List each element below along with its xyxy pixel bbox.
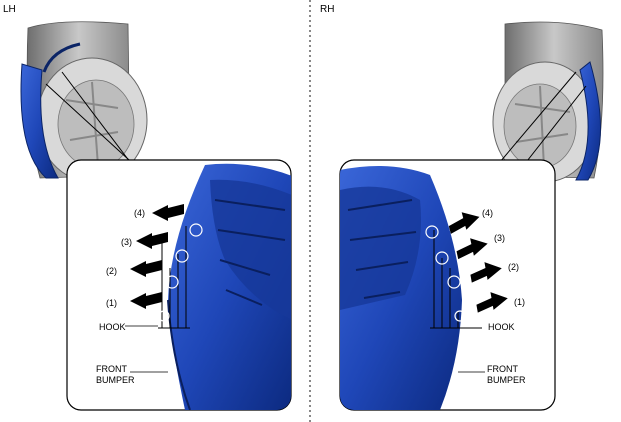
lh-callout: (4) (3) (2) (1) HOOK FRONT BUMPER — [66, 159, 292, 411]
rh-step-4: (4) — [482, 208, 493, 218]
lh-step-4: (4) — [134, 208, 145, 218]
rh-bumper-detail — [340, 166, 462, 410]
lh-arrow-2 — [130, 260, 162, 277]
rh-arrow-2 — [470, 262, 502, 283]
rh-step-3: (3) — [494, 233, 505, 243]
rh-hook-circles — [425, 225, 466, 322]
rh-label: RH — [320, 4, 335, 15]
lh-front-label: FRONT — [96, 364, 127, 374]
lh-step-2: (2) — [106, 266, 117, 276]
lh-label: LH — [3, 4, 16, 15]
lh-arrow-1 — [130, 292, 162, 309]
rh-step-1: (1) — [514, 297, 525, 307]
lh-hook-circles — [158, 223, 203, 322]
lh-step-3: (3) — [121, 237, 132, 247]
rh-front-label: FRONT — [487, 364, 518, 374]
lh-vehicle-thumbnail — [20, 21, 148, 183]
lh-step-1: (1) — [106, 298, 117, 308]
lh-hook-label: HOOK — [99, 322, 126, 332]
rh-hook-label: HOOK — [488, 322, 515, 332]
rh-arrow-1 — [476, 292, 508, 313]
rh-callout: (4) (3) (2) (1) HOOK FRONT BUMPER — [339, 159, 556, 411]
lh-callout-leader — [45, 71, 141, 171]
lh-arrow-4 — [152, 204, 184, 221]
rh-bumper-label: BUMPER — [487, 375, 526, 385]
lh-arrow-3 — [136, 232, 168, 249]
rh-arrows — [448, 212, 508, 313]
lh-bumper-label: BUMPER — [96, 375, 135, 385]
rh-arrow-3 — [456, 238, 488, 260]
rh-callout-leader — [499, 71, 587, 171]
rh-vehicle-thumbnail — [492, 21, 604, 183]
rh-arrow-4 — [448, 212, 480, 234]
lh-arrows — [130, 204, 184, 309]
rh-step-2: (2) — [508, 262, 519, 272]
